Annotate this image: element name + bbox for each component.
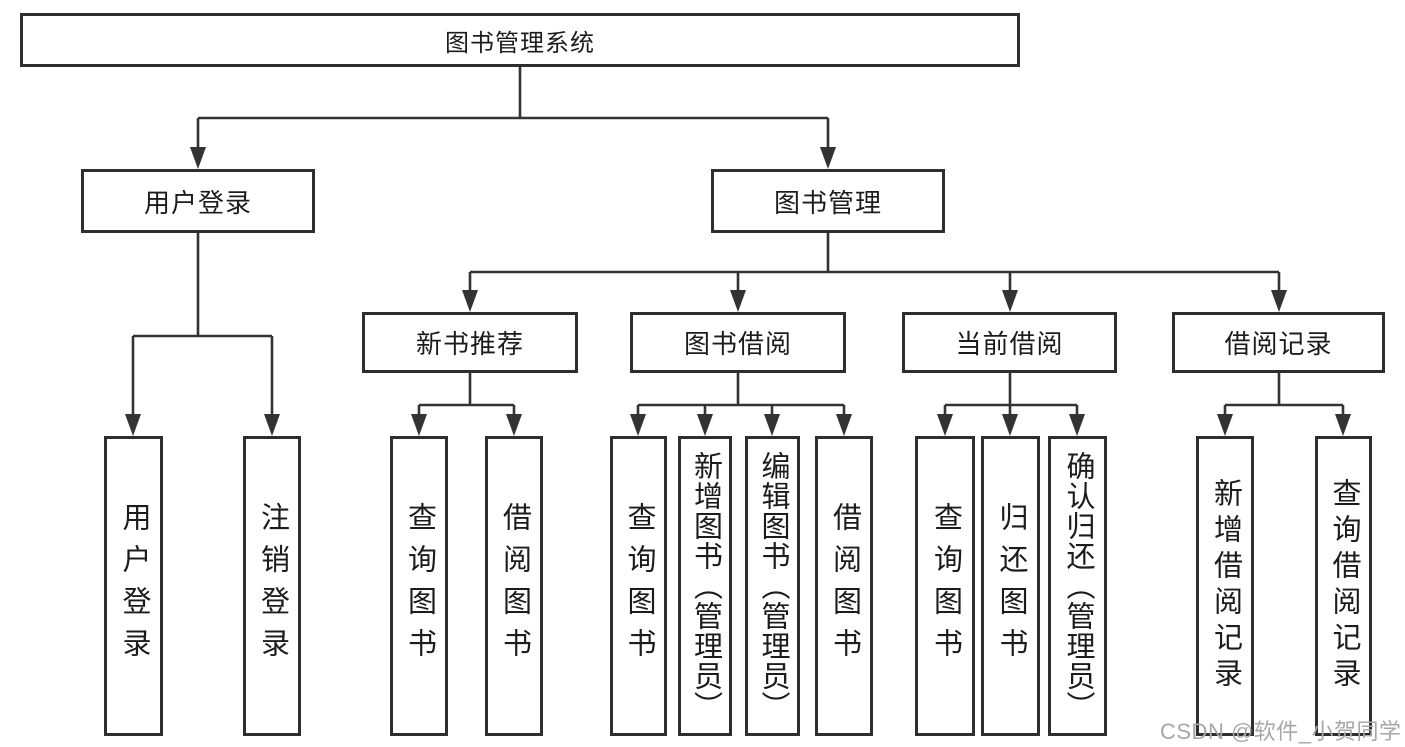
node-book-borrowing: 图书借阅	[630, 312, 846, 373]
leaf-query-borrow-record: 查询借阅记录	[1315, 436, 1372, 736]
node-borrowing-records: 借阅记录	[1172, 312, 1385, 373]
node-book-management: 图书管理	[711, 169, 945, 233]
connector-user-login-branch	[125, 233, 280, 436]
leaf-add-borrow-record: 新增借阅记录	[1196, 436, 1254, 736]
node-label: 用户登录	[143, 187, 252, 218]
leaf-query-books-2: 查询图书	[610, 436, 667, 736]
node-user-login: 用户登录	[81, 169, 315, 233]
leaf-label: 用户登录	[118, 502, 150, 670]
node-label: 当前借阅	[955, 329, 1064, 359]
leaf-label: 归还图书	[995, 502, 1027, 670]
leaf-edit-books-admin: 编辑图书（管理员）	[745, 436, 800, 736]
node-library-management-system: 图书管理系统	[20, 13, 1020, 67]
node-label: 图书管理系统	[445, 29, 595, 57]
leaf-logout: 注销登录	[243, 436, 301, 736]
leaf-label: 查询图书	[929, 502, 962, 670]
csdn-watermark: CSDN @软件_小贺同学	[1160, 719, 1402, 744]
leaf-query-books-3: 查询图书	[915, 436, 975, 736]
node-label: 新书推荐	[415, 329, 524, 359]
leaf-borrow-books-1: 借阅图书	[485, 436, 543, 736]
connector-book-mgmt-branch	[462, 233, 1287, 312]
leaf-borrow-books-2: 借阅图书	[815, 436, 873, 736]
connector-root-branch	[190, 67, 836, 169]
connector-book-borrow-branch	[630, 373, 852, 436]
node-label: 借阅记录	[1224, 329, 1333, 359]
leaf-label: 借阅图书	[498, 502, 531, 670]
node-label: 图书管理	[773, 187, 882, 218]
leaf-confirm-return-admin: 确认归还（管理员）	[1048, 436, 1107, 736]
connector-current-borrow-branch	[937, 373, 1085, 436]
leaf-add-books-admin: 新增图书（管理员）	[678, 436, 732, 736]
leaf-label: 新增图书（管理员）	[689, 451, 722, 721]
node-label: 图书借阅	[683, 329, 792, 359]
leaf-label: 编辑图书（管理员）	[757, 451, 789, 721]
leaf-return-books: 归还图书	[981, 436, 1040, 736]
leaf-label: 查询借阅记录	[1328, 478, 1360, 694]
leaf-label: 新增借阅记录	[1209, 478, 1242, 694]
leaf-user-login: 用户登录	[104, 436, 163, 736]
connector-new-book-rec-branch	[411, 373, 522, 436]
leaf-label: 注销登录	[256, 502, 289, 670]
connector-borrow-records-branch	[1217, 373, 1351, 436]
leaf-label: 查询图书	[403, 502, 436, 670]
leaf-label: 确认归还（管理员）	[1062, 451, 1094, 721]
leaf-label: 借阅图书	[828, 502, 861, 670]
node-current-borrowing: 当前借阅	[902, 312, 1117, 373]
leaf-query-books-1: 查询图书	[390, 436, 448, 736]
node-new-book-recommend: 新书推荐	[362, 312, 578, 373]
leaf-label: 查询图书	[623, 502, 655, 670]
